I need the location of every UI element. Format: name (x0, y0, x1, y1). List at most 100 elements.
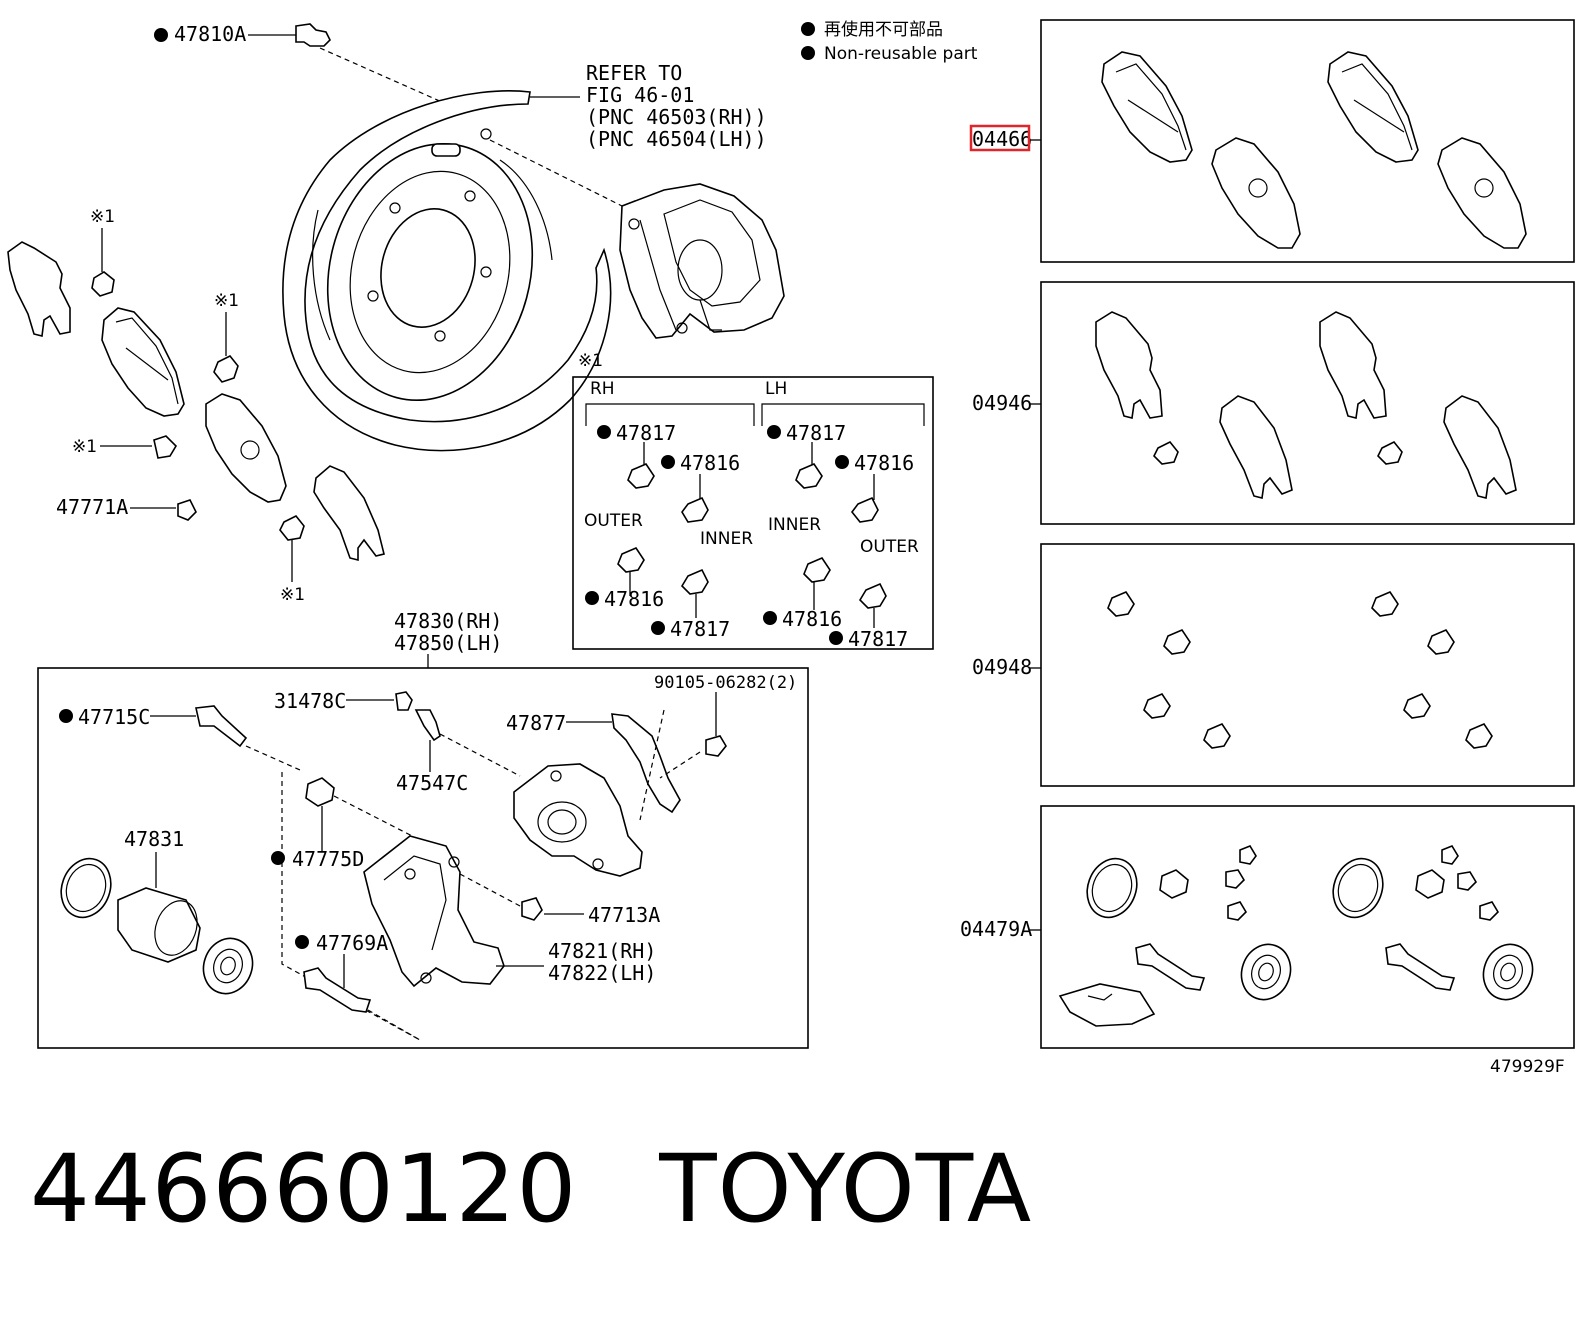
refer-line: (PNC 46504(LH)) (586, 127, 767, 151)
inset-inner-label: INNER (768, 515, 821, 535)
pin-icon (195, 705, 248, 748)
shim-icon (1219, 395, 1293, 499)
kit-label-04466[interactable]: 04466 (972, 127, 1032, 151)
boot-47775D[interactable]: 47775D (271, 772, 421, 1041)
seal-47831[interactable]: 47831 (53, 827, 260, 1001)
boot-icon (1240, 943, 1292, 1001)
label-47715C: 47715C (78, 705, 150, 729)
kit-04946[interactable]: 04946 (972, 281, 1575, 525)
label-90105: 90105-06282(2) (654, 673, 797, 693)
kit-04466[interactable]: 04466 (969, 19, 1575, 263)
non-reusable-dot-icon (585, 591, 599, 605)
bolt-47810A[interactable]: 47810A (154, 22, 461, 111)
shim-icon (1095, 311, 1163, 419)
refer-line: (PNC 46503(RH)) (586, 105, 767, 129)
non-reusable-dot-icon (59, 709, 73, 723)
label-47816: 47816 (782, 607, 842, 631)
piston-seal-icon (1086, 857, 1138, 919)
pad-support-icon (611, 713, 681, 814)
bleeder-icon (414, 709, 441, 742)
inset-rh-label: RH (590, 379, 615, 399)
figure-code: 479929F (1490, 1057, 1565, 1077)
kit-label-04946[interactable]: 04946 (972, 391, 1032, 415)
kit-label-04948[interactable]: 04948 (972, 655, 1032, 679)
pin-icon (303, 967, 372, 1013)
non-reusable-dot-icon (661, 455, 675, 469)
clip-icon (1371, 591, 1399, 617)
non-reusable-dot-icon (835, 455, 849, 469)
bushing-icon (1227, 901, 1248, 921)
label-47831: 47831 (124, 827, 184, 851)
label-47816: 47816 (604, 587, 664, 611)
shim-icon (1443, 395, 1517, 499)
non-reusable-dot-icon (271, 851, 285, 865)
left-pad-group[interactable]: ※1 ※1 ※1 47771A ※1 (7, 207, 385, 605)
shim-icon (313, 465, 385, 562)
kit-label-04479A[interactable]: 04479A (960, 917, 1032, 941)
label-47771A: 47771A (56, 495, 128, 519)
mark-x1: ※1 (578, 351, 603, 371)
shim-icon (1319, 311, 1387, 419)
grease-packet-icon (1058, 983, 1156, 1027)
shim-icon (7, 241, 71, 337)
brand-name: TOYOTA (659, 1135, 1033, 1244)
kit-panel-04946 (1040, 281, 1575, 525)
non-reusable-dot-icon (154, 28, 168, 42)
cap-icon (1441, 845, 1459, 865)
non-reusable-dot-icon (829, 631, 843, 645)
brake-pad-icon (1437, 137, 1527, 249)
label-47821: 47821(RH) (548, 939, 656, 963)
pin-boot-icon (1415, 869, 1445, 899)
bushing-47713A[interactable]: 47713A (459, 873, 660, 927)
clip-inset: ※1 RH LH 47817 47816 OUTER INNER 47816 4… (572, 351, 934, 651)
cylinder-body[interactable] (513, 763, 643, 877)
highlight-box (969, 124, 1031, 152)
legend-dot-icon (801, 22, 815, 36)
label-47817: 47817 (616, 421, 676, 445)
inset-lh-label: LH (765, 379, 787, 399)
mounting-47821[interactable]: 47821(RH) 47822(LH) (363, 835, 656, 988)
clip-icon (279, 514, 305, 541)
cap-31478C[interactable]: 31478C (274, 689, 413, 713)
refer-note: REFER TO FIG 46-01 (PNC 46503(RH)) (PNC … (530, 61, 767, 151)
bushing-icon (521, 897, 543, 921)
caliper-box (37, 667, 809, 1049)
refer-line: REFER TO (586, 61, 682, 85)
pin-icon (1135, 943, 1206, 991)
label-47769A: 47769A (316, 931, 388, 955)
mark-x1: ※1 (90, 207, 115, 227)
dust-shield[interactable] (282, 90, 612, 452)
clip-icon (1107, 591, 1135, 617)
caliper-outline-icon (619, 183, 785, 339)
caliper-parts-box: 47830(RH) 47850(LH) (37, 609, 809, 1049)
non-reusable-dot-icon (767, 425, 781, 439)
clip-icon (858, 582, 887, 609)
clip-47877[interactable]: 47877 (506, 711, 681, 814)
clip-icon (213, 354, 239, 383)
bleeder-47547C[interactable]: 47547C (396, 709, 521, 795)
brake-pad-icon (1211, 137, 1301, 249)
legend-en: Non-reusable part (824, 44, 978, 64)
label-47817: 47817 (848, 627, 908, 651)
inset-outer-label: OUTER (584, 511, 643, 531)
pin-47769A[interactable]: 47769A (295, 931, 421, 1041)
clip-icon (1153, 440, 1179, 465)
kit-panel-04948 (1040, 543, 1575, 787)
bleeder-icon (1457, 871, 1478, 891)
caption: 446660120 TOYOTA (30, 1130, 1032, 1250)
caliper-mount-icon (363, 835, 505, 988)
guide-pin-47715C[interactable]: 47715C (59, 705, 301, 771)
legend-jp: 再使用不可部品 (824, 19, 943, 40)
caliper-assembly-view[interactable] (489, 139, 785, 339)
kit-04479A[interactable]: 04479A (960, 805, 1575, 1049)
clip-icon (627, 463, 655, 489)
label-47817: 47817 (786, 421, 846, 445)
clip-icon (803, 557, 831, 583)
mark-x1: ※1 (280, 585, 305, 605)
label-47830: 47830(RH) (394, 609, 502, 633)
kit-04948[interactable]: 04948 (972, 543, 1575, 787)
bolt-90105[interactable]: 90105-06282(2) (639, 673, 797, 821)
part-number: 446660120 (30, 1135, 578, 1244)
brake-pad-icon (205, 393, 287, 503)
